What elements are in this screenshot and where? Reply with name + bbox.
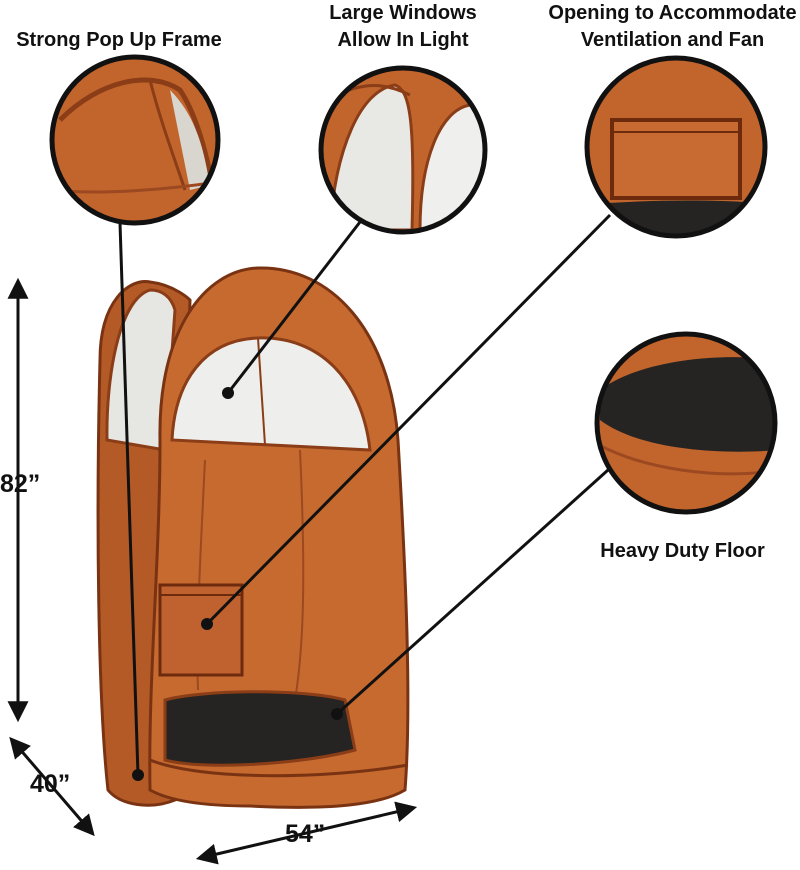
- windows-label-line1: Large Windows: [329, 2, 477, 24]
- floor-label: Heavy Duty Floor: [590, 538, 775, 565]
- frame-label-text: Strong Pop Up Frame: [16, 29, 222, 51]
- opening-label: Opening to Accommodate Ventilation and F…: [545, 0, 800, 54]
- leader-floor: [335, 468, 610, 716]
- opening-callout: [584, 55, 768, 239]
- width-dimension: 54”: [285, 820, 326, 848]
- frame-label: Strong Pop Up Frame: [4, 27, 234, 54]
- frame-callout: [49, 54, 221, 226]
- leader-frame: [118, 222, 140, 776]
- floor-callout: [594, 331, 778, 515]
- depth-dimension: 40”: [30, 770, 71, 798]
- windows-callout: [318, 65, 488, 235]
- windows-label: Large Windows Allow In Light: [318, 0, 488, 54]
- leader-dots: [132, 387, 343, 781]
- opening-label-line2: Ventilation and Fan: [580, 29, 765, 51]
- windows-label-line2: Allow In Light: [337, 29, 469, 51]
- leader-lines: [118, 213, 612, 776]
- leader-windows: [226, 221, 362, 394]
- opening-label-line1: Opening to Accommodate: [548, 2, 797, 24]
- tent: [96, 266, 410, 809]
- depth-arrow: [9, 736, 95, 837]
- floor-label-text: Heavy Duty Floor: [600, 540, 765, 562]
- width-arrow: [195, 801, 418, 865]
- leader-opening: [205, 213, 612, 626]
- dimension-arrows: [7, 277, 418, 865]
- height-dimension: 82”: [0, 470, 41, 498]
